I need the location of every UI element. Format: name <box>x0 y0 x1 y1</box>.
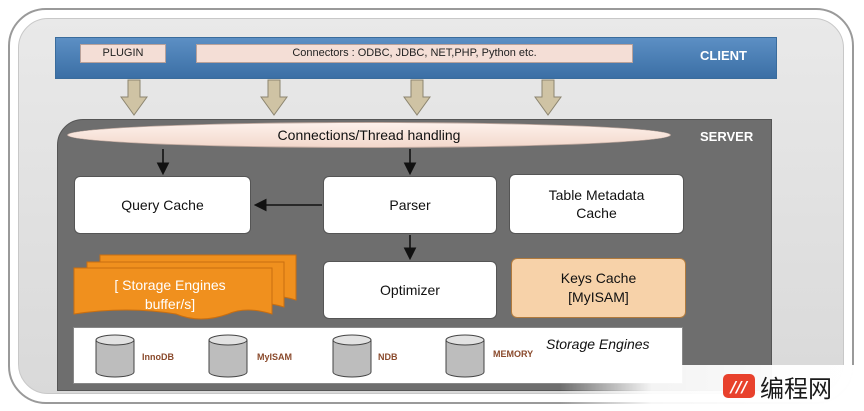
watermark-fade <box>560 365 864 411</box>
connectors-box: Connectors : ODBC, JDBC, NET,PHP, Python… <box>196 44 633 63</box>
database-icon-myisam <box>208 334 248 378</box>
server-label: SERVER <box>700 129 754 144</box>
down-arrow-2 <box>260 79 288 116</box>
engine-label-ndb: NDB <box>378 352 398 362</box>
watermark-logo-icon: /// <box>723 374 755 398</box>
optimizer-box: Optimizer <box>323 261 497 319</box>
engine-label-innodb: InnoDB <box>142 352 174 362</box>
watermark-text: 编程网 <box>760 375 832 403</box>
storage-engines-label: Storage Engines <box>546 336 650 352</box>
storage-engines-buffer-label: [ Storage Engines buffer/s] <box>114 277 226 312</box>
svg-text:///: /// <box>729 378 749 396</box>
plugin-box: PLUGIN <box>80 44 166 63</box>
client-label: CLIENT <box>700 48 747 63</box>
database-icon-memory <box>445 334 485 378</box>
parser-box: Parser <box>323 176 497 234</box>
down-arrow-3 <box>403 79 431 116</box>
buffer-page-front <box>73 267 273 320</box>
down-arrow-4 <box>534 79 562 116</box>
query-cache-box: Query Cache <box>74 176 251 234</box>
keys-cache-box: Keys Cache [MyISAM] <box>511 258 686 318</box>
engine-label-memory: MEMORY <box>493 349 534 359</box>
engine-label-myisam: MyISAM <box>257 352 293 362</box>
connections-thread-handling: Connections/Thread handling <box>67 122 671 148</box>
database-icon-ndb <box>332 334 372 378</box>
database-icon-innodb <box>95 334 135 378</box>
table-metadata-cache-box: Table Metadata Cache <box>509 174 684 234</box>
down-arrow-1 <box>120 79 148 116</box>
